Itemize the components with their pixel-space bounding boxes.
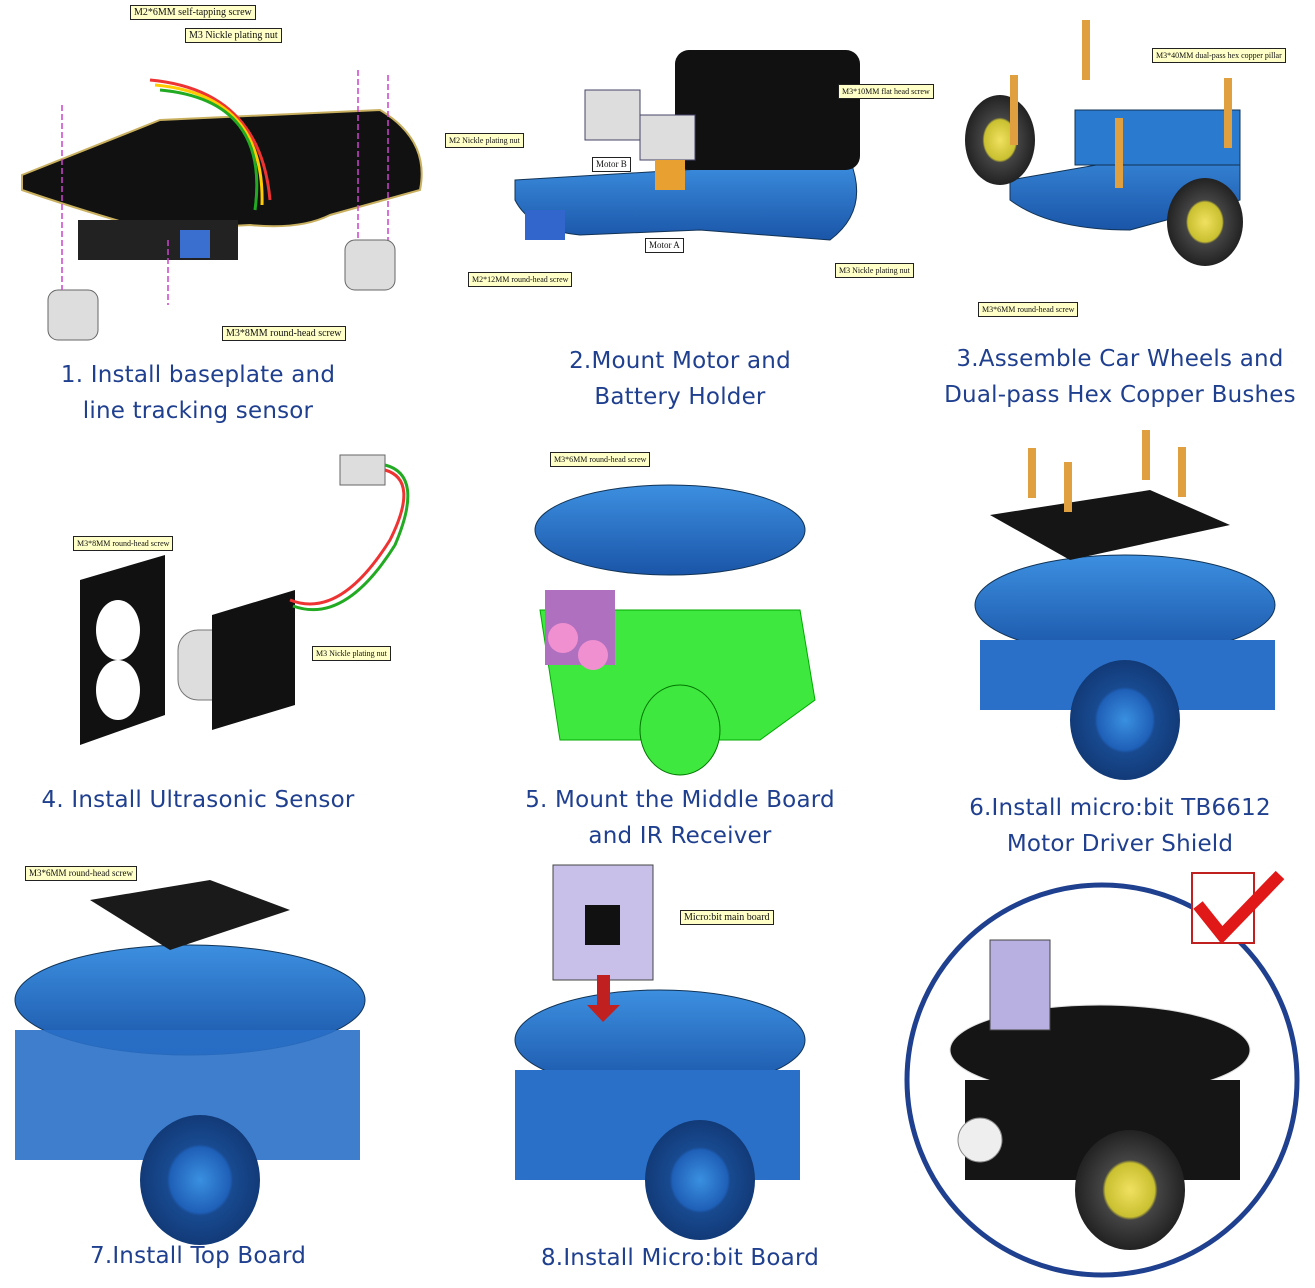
caption-line: 6.Install micro:bit TB6612 xyxy=(969,795,1271,821)
step1-baseplate xyxy=(21,70,423,341)
step3-wheels-pillars xyxy=(965,20,1243,266)
label-screw: M2*6MM self-tapping screw xyxy=(130,5,256,20)
label-nut: M3 Nickle plating nut xyxy=(312,646,391,661)
step4-caption: 4. Install Ultrasonic Sensor xyxy=(0,782,418,818)
caption-line: and IR Receiver xyxy=(588,823,772,849)
label-nut: M3 Nickle plating nut xyxy=(185,28,282,43)
caption-line: Motor Driver Shield xyxy=(1006,831,1234,857)
label-motor-a: Motor A xyxy=(645,238,684,253)
caption-line: 1. Install baseplate and xyxy=(60,362,336,388)
label-pillar: M3*40MM dual-pass hex copper pillar xyxy=(1152,48,1286,63)
caption-line: 7.Install Top Board xyxy=(89,1243,306,1269)
step7-top-board xyxy=(14,880,366,1245)
step6-driver-shield xyxy=(974,430,1276,780)
label-screw: M3*8MM round-head screw xyxy=(222,326,346,341)
caption-line: 2.Mount Motor and xyxy=(569,348,791,374)
step5-caption: 5. Mount the Middle Board and IR Receiver xyxy=(460,782,900,854)
caption-line: Dual-pass Hex Copper Bushes xyxy=(944,382,1296,408)
step8-caption: 8.Install Micro:bit Board xyxy=(460,1240,900,1276)
label-screw: M3*6MM round-head screw xyxy=(550,452,651,467)
caption-line: 5. Mount the Middle Board xyxy=(525,787,835,813)
step9-finished-robot xyxy=(904,870,1300,1278)
step8-microbit xyxy=(514,864,806,1240)
label-screw: M2*12MM round-head screw xyxy=(468,272,573,287)
caption-line: 8.Install Micro:bit Board xyxy=(540,1245,820,1271)
caption-line: Battery Holder xyxy=(594,384,766,410)
label-screw: M3*8MM round-head screw xyxy=(73,536,174,551)
step4-ultrasonic xyxy=(80,454,410,745)
label-microbit: Micro:bit main board xyxy=(680,910,774,925)
label-motor-b: Motor B xyxy=(592,157,631,172)
checkmark-icon xyxy=(1193,870,1285,945)
label-nut: M3 Nickle plating nut xyxy=(835,263,914,278)
label-screw: M3*6MM round-head screw xyxy=(978,302,1079,317)
caption-line: 4. Install Ultrasonic Sensor xyxy=(41,787,355,813)
caption-line: line tracking sensor xyxy=(82,398,314,424)
caption-line: 3.Assemble Car Wheels and xyxy=(956,346,1284,372)
label-screw: M3*6MM round-head screw xyxy=(25,866,137,881)
step7-caption: 7.Install Top Board xyxy=(0,1238,418,1274)
label-screw: M3*10MM flat head screw xyxy=(838,84,934,99)
label-nut: M2 Nickle plating nut xyxy=(445,133,524,148)
step1-caption: 1. Install baseplate and line tracking se… xyxy=(0,357,418,429)
step2-motor-battery xyxy=(514,50,860,241)
step5-middle-board xyxy=(534,484,816,776)
